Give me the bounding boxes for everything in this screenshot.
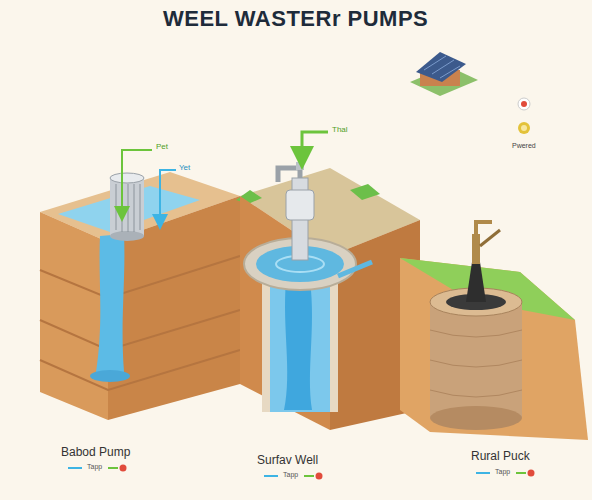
water-pool-bottom — [90, 370, 130, 382]
earth-front — [40, 212, 108, 420]
flow-arrow — [122, 150, 152, 214]
diagram-title: WEEL WASTERr PUMPS — [163, 6, 428, 31]
icon-label: Pwered — [511, 142, 537, 150]
legend-note: Tapp — [494, 468, 511, 476]
legend-note: Tapp — [282, 471, 299, 479]
pump-label: Surfav Well — [256, 454, 319, 468]
flow-arrow — [160, 170, 176, 222]
legend-note: Tapp — [86, 463, 103, 471]
arrow-label: Thal — [331, 125, 349, 134]
pump-label: Babod Pump — [60, 446, 131, 460]
status-icon — [518, 98, 530, 110]
strata-lines — [40, 256, 240, 390]
hill — [400, 258, 588, 440]
pump-body — [110, 178, 144, 236]
pump-label: Rural Puck — [470, 450, 531, 464]
flow-arrow — [302, 132, 328, 158]
earth-front — [240, 196, 330, 430]
solar-roof — [416, 52, 466, 82]
status-icon — [518, 122, 530, 134]
water-tank — [430, 302, 522, 418]
hand-pump — [466, 262, 486, 302]
arrow-label: Pet — [155, 142, 169, 151]
arrow-label: Yet — [178, 163, 191, 172]
faucet — [278, 168, 300, 182]
water-stream — [96, 234, 124, 372]
